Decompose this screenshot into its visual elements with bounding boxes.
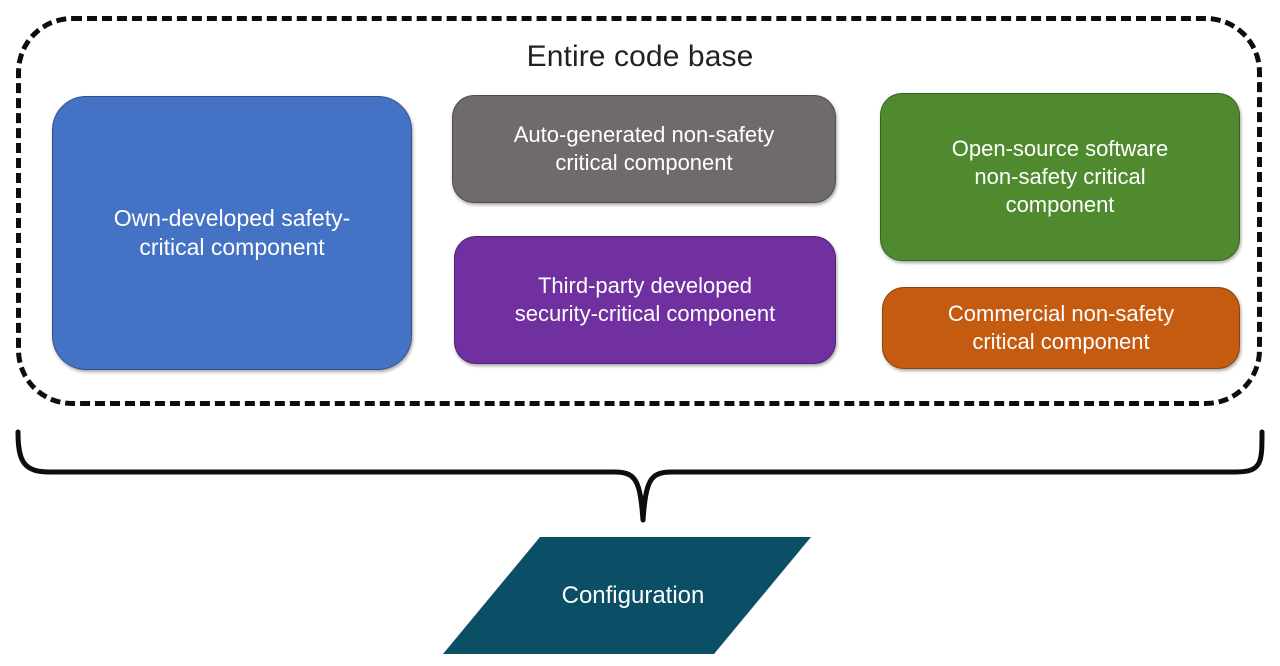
component-label-line2: critical component [139,234,325,260]
curly-brace-connector [0,424,1280,534]
component-label-line3: component [1005,192,1115,218]
component-auto-generated-non-safety-critical[interactable]: Auto-generated non-safety critical compo… [452,95,836,203]
component-commercial-non-safety-critical[interactable]: Commercial non-safety critical component [882,287,1240,369]
group-title: Entire code base [526,40,754,73]
entire-code-base-group [16,16,1262,406]
component-own-developed-safety-critical[interactable]: Own-developed safety- critical component [52,96,412,370]
component-label-line1: Third-party developed [537,272,752,298]
component-label-line1: Commercial non-safety [947,300,1175,326]
component-third-party-security-critical[interactable]: Third-party developed security-critical … [454,236,836,364]
component-label-line2: non-safety critical [974,163,1146,189]
component-open-source-non-safety-critical[interactable]: Open-source software non-safety critical… [880,93,1240,261]
component-label-line2: security-critical component [514,301,776,326]
component-label-line1: Auto-generated non-safety [513,121,775,147]
component-label-line2: critical component [555,150,733,175]
component-label-line1: Open-source software [951,135,1169,161]
configuration-shape[interactable] [443,537,811,654]
component-label-line1: Own-developed safety- [113,204,351,231]
component-label-line2: critical component [972,329,1150,354]
